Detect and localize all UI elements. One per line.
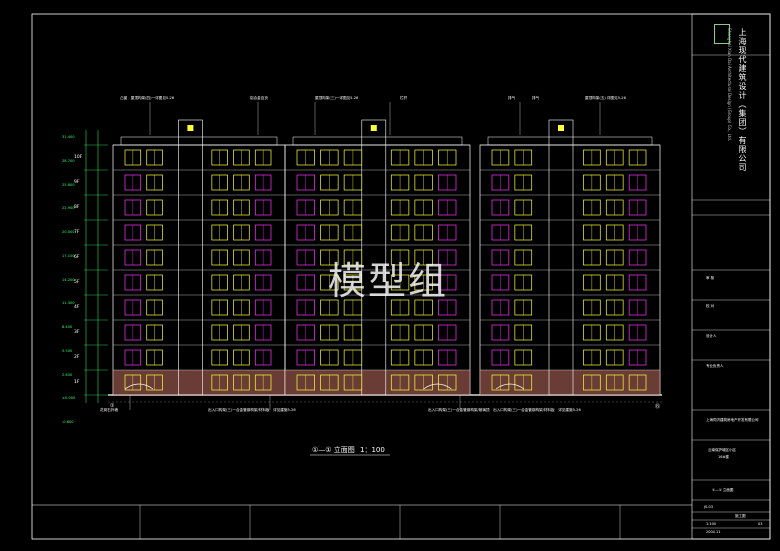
building-block [479,119,661,396]
left-dimension-chain [84,130,108,403]
core-light [370,125,377,131]
tb-head-2: 设计人 [706,334,717,338]
bottom-annotation: 花岗石外墙 [100,408,118,412]
building-block [112,119,286,396]
elevation-label: 17.100 [62,253,75,258]
floor-label: 4F [74,305,80,310]
floor-label: 9F [74,180,80,185]
building-facades [112,119,661,396]
drawing-caption: ①—① 立面图 1：100 [312,445,385,455]
elevation-label: 5.500 [62,348,73,353]
core-light [187,125,194,131]
watermark-text: 模型组 [328,259,449,303]
drawing-scale: 1：100 [360,446,385,454]
top-annotation: 屋顶构架(三)一详图见5-26 [315,96,359,100]
top-annotation: 铝合金百页 [250,96,268,100]
tb-scale: 1:100 [706,522,717,526]
brick-base [480,370,660,395]
annotation-leaders [129,102,601,410]
axis-bubble-right: ⑮ [655,404,661,410]
brick-base [285,370,470,395]
floor-label: 7F [74,230,80,235]
elevation-label: 28.700 [62,158,75,163]
project-line-1: 云南保护城区小区 [708,448,736,452]
firm-name-en: Shanghai Xian Dai Architectural Design (… [727,28,732,142]
elevation-label: 25.800 [62,182,75,187]
roof-frame [120,136,278,146]
firm-logo [714,24,730,44]
sheet-name: ①—① 立面图 [712,488,734,492]
elevation-label: 14.200 [62,277,75,282]
floor-label: 5F [74,280,80,285]
firm-name: 上海现代建筑设计（集团）有限公司 [738,28,747,172]
bottom-info-strip [139,505,621,539]
roof-frame [487,136,653,146]
tb-head-1: 校 对 [706,304,715,308]
entrance-canopy [423,383,452,390]
elevation-label: -0.600 [62,420,74,424]
elevation-label: 22.900 [62,206,75,211]
floor-label: 1F [74,380,80,385]
elevation-label: 31.400 [62,135,75,139]
stair-core [548,119,574,396]
core-light [558,125,564,131]
top-annotation: 凸窗 屋顶构架(四)一详图见5-26 [120,96,175,100]
drawing-number: JS-03 [704,505,713,509]
bottom-annotation: 出入口构架(三)一合金管钢构架/玻璃顶 出入口构架(三)一合金管钢构架/材料板 … [428,408,581,412]
client-name: 上海同济建筑房地产开发有限公司 [706,418,759,422]
sheet-index: 03 [758,522,763,526]
floor-label: 3F [74,330,80,335]
elevation-label: 8.400 [62,325,73,329]
tb-date: 2004.11 [706,530,721,534]
floor-label: 8F [74,205,80,210]
entrance-canopy [124,383,154,390]
brick-base [113,370,285,395]
floor-label: 2F [74,355,80,360]
phase: 施工图 [735,514,746,518]
entrance-canopy [495,383,525,390]
elevation-label: 2.600 [62,372,73,377]
tb-head-0: 审 核 [706,276,715,280]
top-annotation: 栏杆 [400,96,408,100]
roof-frame [292,136,463,146]
elevation-label: 11.300 [62,301,75,306]
axis-bubble-left: ① [110,403,115,409]
top-annotation: 排气 [532,96,540,100]
project-line-2: 16#楼 [718,455,729,459]
floor-label: 10F [74,155,83,160]
bottom-annotation: 出入口构架(三)一合金管钢构架/材料板 详见建施5-26 [208,408,296,412]
tb-head-3: 专业负责人 [706,364,724,368]
floor-label: 6F [74,255,80,260]
stair-core [178,119,203,396]
elevation-label: ±0.000 [62,396,76,401]
elevation-label: 20.000 [62,230,75,234]
drawing-title: ①—① 立面图 [312,446,355,454]
top-annotation: 排气 [508,96,516,100]
top-annotation: 屋顶构架(五) 详图见5-26 [585,96,626,100]
building-block [284,119,471,396]
